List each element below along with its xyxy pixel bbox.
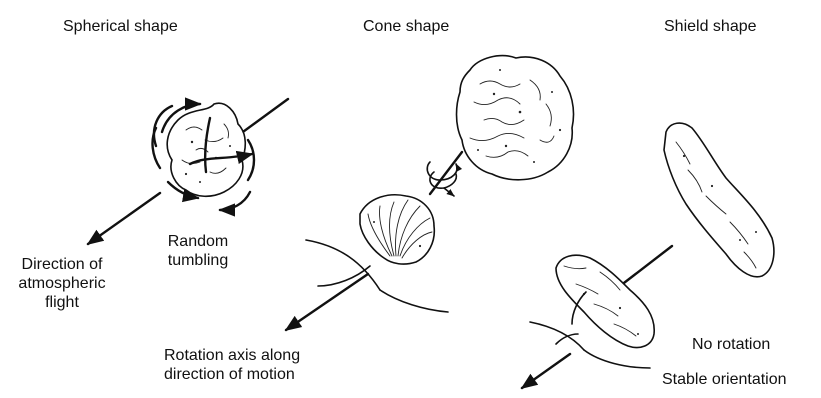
cone-rotation-tick <box>444 188 454 196</box>
direction-of-flight-arrow <box>88 193 160 244</box>
label-rotation-line2: direction of motion <box>164 365 300 384</box>
label-flight: flight <box>2 293 122 312</box>
tumbling-arrow-right <box>220 192 250 210</box>
cone-flow-line-lower <box>380 290 448 312</box>
shield-meteorite-lower <box>556 255 654 347</box>
cone-direction-arrow <box>286 274 368 330</box>
shield-axis-line <box>620 246 672 286</box>
cone-meteorite-group <box>286 56 574 330</box>
label-direction-of: Direction of <box>2 255 122 274</box>
label-rotation-axis: Rotation axis along direction of motion <box>164 346 300 384</box>
tumbling-arc-right <box>248 140 254 180</box>
shield-flow-line-inner <box>556 334 578 344</box>
label-no-rotation: No rotation <box>692 335 770 354</box>
shield-direction-arrow <box>522 354 570 388</box>
cone-flow-line-inner <box>318 266 370 286</box>
label-tumbling: tumbling <box>162 251 234 270</box>
shield-flow-line-left <box>530 322 584 350</box>
label-direction-of-flight: Direction of atmospheric flight <box>2 255 122 312</box>
label-rotation-line1: Rotation axis along <box>164 346 300 365</box>
cone-flow-line-upper <box>306 240 380 290</box>
label-random: Random <box>162 232 234 251</box>
spherical-meteorite-group <box>88 99 288 244</box>
cone-meteorite-large <box>457 56 574 180</box>
label-random-tumbling: Random tumbling <box>162 232 234 270</box>
shield-flow-line-right <box>584 350 650 368</box>
cone-meteorite-body <box>360 195 434 264</box>
shield-meteorite-upper <box>664 123 774 277</box>
label-stable-orientation: Stable orientation <box>662 370 787 389</box>
label-atmospheric: atmospheric <box>2 274 122 293</box>
tumbling-arc-left <box>153 128 160 168</box>
